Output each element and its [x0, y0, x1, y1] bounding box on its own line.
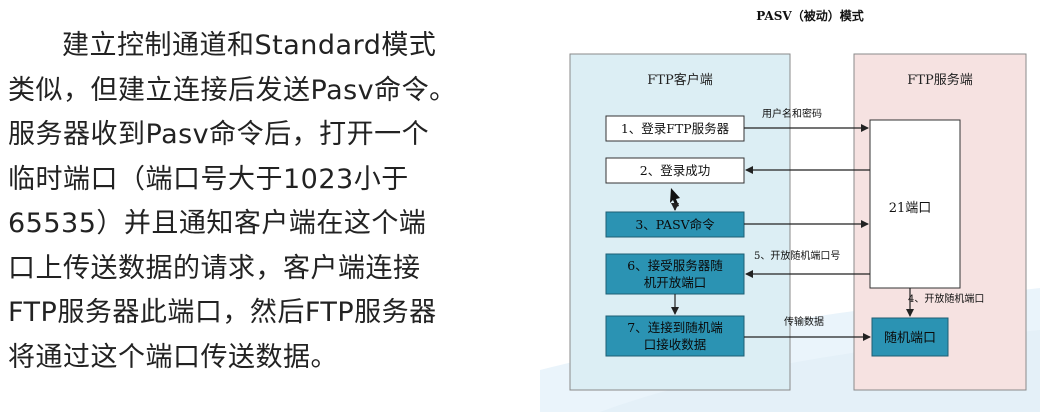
- pasv-mode-diagram: PASV（被动）模式 FTP客户端 FTP服务端 1、登录FTP服务器 2、登录…: [569, 8, 1027, 391]
- paragraph-line: 65535）并且通知客户端在这个端: [8, 208, 427, 239]
- paragraph-line: 类似，但建立连接后发送Pasv命令。: [8, 74, 457, 106]
- server-panel-title: FTP服务端: [907, 72, 972, 88]
- step-pasv-command-label: 3、PASV命令: [635, 217, 715, 232]
- step-login-success-label: 2、登录成功: [640, 163, 710, 178]
- step-login-label: 1、登录FTP服务器: [621, 121, 730, 136]
- paragraph-line: 建立控制通道和Standard模式: [62, 30, 437, 61]
- paragraph-line: 口上传送数据的请求，客户端连接: [8, 252, 421, 284]
- step-connect-port-box: [605, 315, 745, 357]
- diagram-title: PASV（被动）模式: [756, 8, 863, 23]
- step-accept-port-label-line2: 机开放端口: [644, 275, 707, 290]
- step-login-box: [605, 115, 745, 142]
- random-port-box: [871, 317, 949, 357]
- arrow-open-port-label: 4、开放随机端口: [908, 292, 984, 305]
- step-login-success-box: [605, 157, 745, 184]
- client-panel-title: FTP客户端: [647, 72, 712, 88]
- paragraph-line: 服务器收到Pasv命令后，打开一个: [8, 119, 430, 150]
- paragraph-line: 将通过这个端口传送数据。: [8, 341, 338, 373]
- port-21-box: [869, 119, 961, 289]
- paragraph-line: 临时端口（端口号大于1023小于: [8, 163, 409, 195]
- step-accept-port-label-line1: 6、接受服务器随: [627, 258, 723, 273]
- step-pasv-command-box: [605, 211, 745, 238]
- random-port-label: 随机端口: [884, 331, 936, 346]
- step-connect-port-label-line1: 7、连接到随机端: [627, 320, 722, 335]
- pointer-cursor-icon: [670, 188, 680, 211]
- arrow-transfer-label: 传输数据: [784, 315, 824, 328]
- paragraph-line: FTP服务器此端口，然后FTP服务器: [8, 297, 437, 328]
- arrow-credentials-label: 用户名和密码: [762, 107, 822, 120]
- description-paragraph: 建立控制通道和Standard模式 类似，但建立连接后发送Pasv命令。 服务器…: [8, 24, 478, 380]
- arrow-send-port-label: 5、开放随机端口号: [754, 249, 840, 262]
- port-21-label: 21端口: [889, 201, 932, 216]
- step-connect-port-label-line2: 口接收数据: [644, 337, 707, 352]
- step-accept-port-box: [605, 253, 745, 295]
